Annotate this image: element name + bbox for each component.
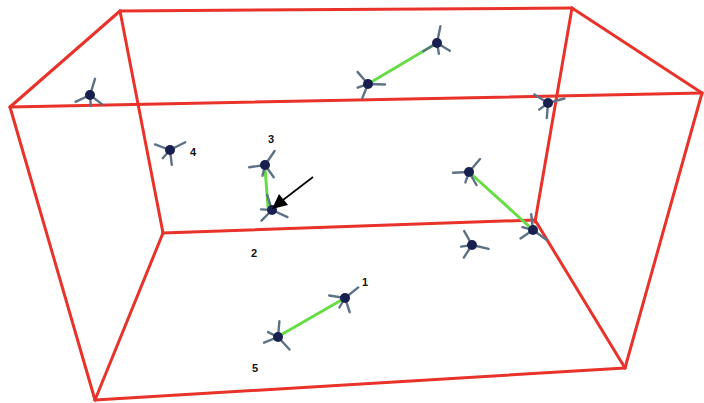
methane-molecule xyxy=(461,231,489,258)
methane-molecule xyxy=(521,214,547,240)
methane-molecule xyxy=(76,79,102,106)
methane-molecule xyxy=(329,287,358,312)
methane-molecule xyxy=(423,26,450,54)
callout-number: 2 xyxy=(251,248,257,259)
methane-molecule xyxy=(534,95,564,119)
methane-molecule xyxy=(453,159,480,185)
callout-number: 4 xyxy=(190,147,196,158)
methane-molecule xyxy=(155,142,185,165)
callout-number: 3 xyxy=(268,134,274,145)
methane-molecule xyxy=(249,151,274,177)
bond-lines xyxy=(265,43,532,336)
methane-molecule xyxy=(264,321,289,349)
molecules xyxy=(76,26,565,349)
callout-number: 5 xyxy=(252,363,258,374)
box-edges xyxy=(10,8,702,400)
callout-number: 1 xyxy=(362,277,368,288)
pointer-arrow xyxy=(272,177,313,209)
methane-molecule xyxy=(358,72,386,98)
